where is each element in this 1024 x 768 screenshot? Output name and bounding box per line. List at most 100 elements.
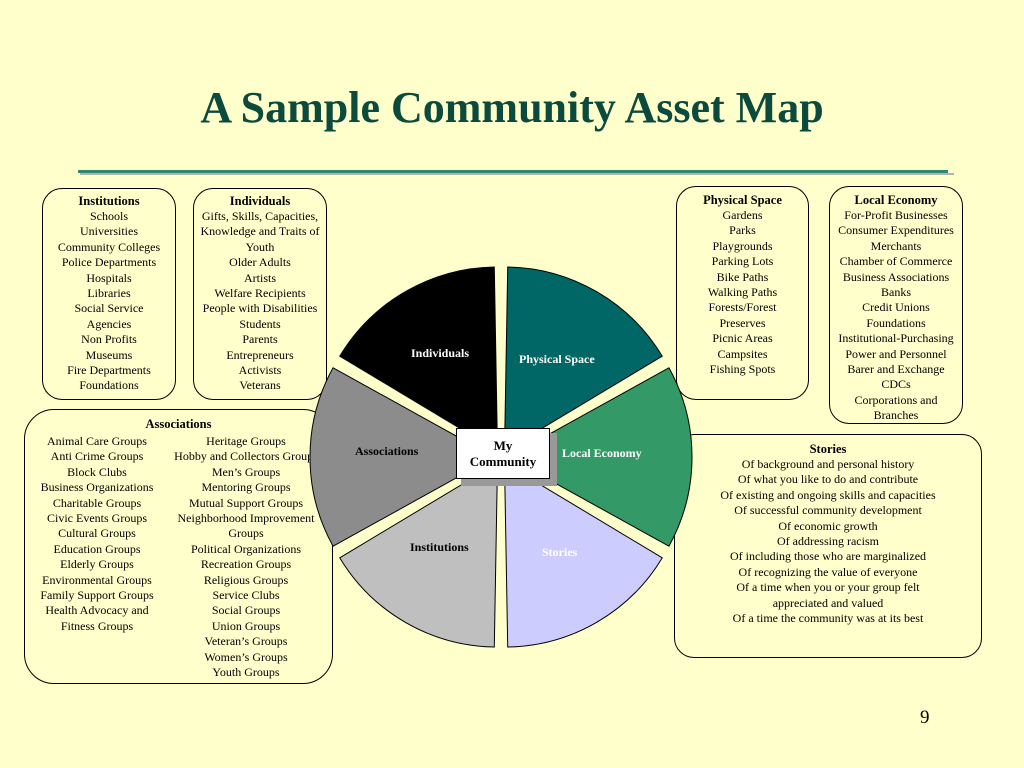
list-item: Hospitals (86, 270, 132, 285)
list-item: Veterans (239, 378, 281, 393)
list-item: Heritage Groups (206, 434, 286, 448)
list-item: Campsites (717, 346, 768, 361)
list-item: Older Adults (229, 255, 291, 270)
list-item: Block Clubs (67, 464, 127, 479)
stories-box: Stories Of background and personal histo… (674, 434, 982, 658)
list-item: Barer and Exchange (847, 362, 945, 377)
list-item: Playgrounds (712, 238, 773, 253)
list-item: Museums (85, 347, 133, 362)
list-item: Agencies (86, 316, 132, 331)
list-item: Parks (729, 223, 756, 238)
list-item: Artists (243, 270, 276, 285)
segment-individuals (339, 266, 498, 449)
label-institutions: Institutions (410, 540, 469, 554)
list-item: Charitable Groups (52, 495, 142, 510)
list-item: Men’s Groups (211, 464, 281, 479)
list-item: Universities (80, 224, 138, 239)
list-item: Religious Groups (203, 572, 289, 587)
list-item: Merchants (870, 238, 922, 253)
list-item: Hobby and Collectors Groups (174, 449, 318, 464)
list-item: Mentoring Groups (201, 480, 291, 495)
list-item: Animal Care Groups (47, 434, 147, 448)
list-item: Civic Events Groups (47, 511, 147, 526)
stories-box-title: Stories (809, 442, 847, 456)
list-item: Activists (238, 363, 282, 378)
list-item: Fire Departments (67, 363, 151, 378)
list-item: Business Associations (842, 269, 950, 284)
list-item: Cultural Groups (58, 526, 136, 541)
list-item: Mutual Support Groups (189, 495, 303, 510)
list-item: Parking Lots (711, 254, 774, 269)
list-item: Anti Crime Groups (50, 449, 144, 464)
list-item: Education Groups (53, 541, 141, 556)
list-item: Power and Personnel (845, 346, 947, 361)
list-item: Fitness Groups (60, 618, 134, 633)
page-number: 9 (920, 707, 930, 728)
list-item: Branches (873, 408, 919, 423)
list-item: Of recognizing the value of everyone (738, 564, 918, 579)
list-item: Corporations and (854, 392, 938, 407)
list-item: Recreation Groups (200, 557, 292, 572)
list-item: CDCs (881, 377, 911, 392)
list-item: Neighborhood Improvement (177, 511, 315, 526)
list-item: Union Groups (211, 618, 281, 633)
list-item: Veteran’s Groups (204, 634, 288, 649)
list-item: People with Disabilities (202, 301, 318, 316)
list-item: Of background and personal history (741, 457, 915, 471)
list-item: Service Clubs (212, 588, 280, 603)
list-item: Community Colleges (57, 239, 161, 254)
label-individuals: Individuals (411, 346, 470, 360)
list-item: Schools (89, 209, 128, 223)
list-item: Foundations (79, 378, 139, 393)
list-item: Of what you like to do and contribute (737, 472, 919, 487)
list-item: Health Advocacy and (45, 603, 149, 618)
individuals-list: Gifts, Skills, Capacities,Knowledge and … (194, 209, 326, 394)
list-item: Bike Paths (716, 269, 769, 284)
list-item: Of existing and ongoing skills and capac… (720, 487, 936, 502)
list-item: Chamber of Commerce (839, 254, 953, 269)
list-item: Non Profits (81, 332, 137, 347)
list-item: Libraries (87, 286, 131, 301)
segment-physical-space (504, 266, 663, 449)
list-item: Preserves (719, 315, 766, 330)
list-item: Family Support Groups (40, 588, 154, 603)
title-rule-shadow (80, 173, 954, 175)
list-item: Political Organizations (190, 541, 302, 556)
list-item: Banks (881, 285, 911, 300)
list-item: Elderly Groups (60, 557, 134, 572)
list-item: Credit Unions (862, 300, 930, 315)
list-item: Consumer Expenditures (838, 223, 954, 238)
slide-title: A Sample Community Asset Map (200, 83, 824, 132)
segment-stories (504, 465, 663, 648)
list-item: Business Organizations (40, 480, 154, 495)
list-item: Youth Groups (212, 665, 280, 680)
label-local-economy: Local Economy (562, 446, 642, 460)
associations-box-title: Associations (145, 417, 212, 431)
list-item: Women’s Groups (204, 649, 288, 664)
list-item: Of successful community development (734, 503, 922, 518)
list-item: Of including those who are marginalized (729, 549, 927, 564)
individuals-box-title: Individuals (229, 194, 291, 208)
list-item: Social Service (74, 301, 144, 316)
list-item: For-Profit Businesses (844, 208, 948, 222)
list-item: Of addressing racism (777, 534, 879, 549)
label-physical-space: Physical Space (519, 352, 595, 366)
list-item: Parents (242, 332, 278, 347)
segment-institutions (339, 465, 498, 648)
list-item: Gifts, Skills, Capacities, (201, 209, 319, 223)
list-item: Knowledge and Traits of (200, 224, 320, 239)
center-my-community: My Community (456, 428, 550, 479)
list-item: Students (239, 316, 281, 331)
physical-space-box-title: Physical Space (703, 193, 782, 207)
individuals-box: Individuals Gifts, Skills, Capacities,Kn… (193, 188, 327, 400)
list-item: Walking Paths (707, 285, 778, 300)
